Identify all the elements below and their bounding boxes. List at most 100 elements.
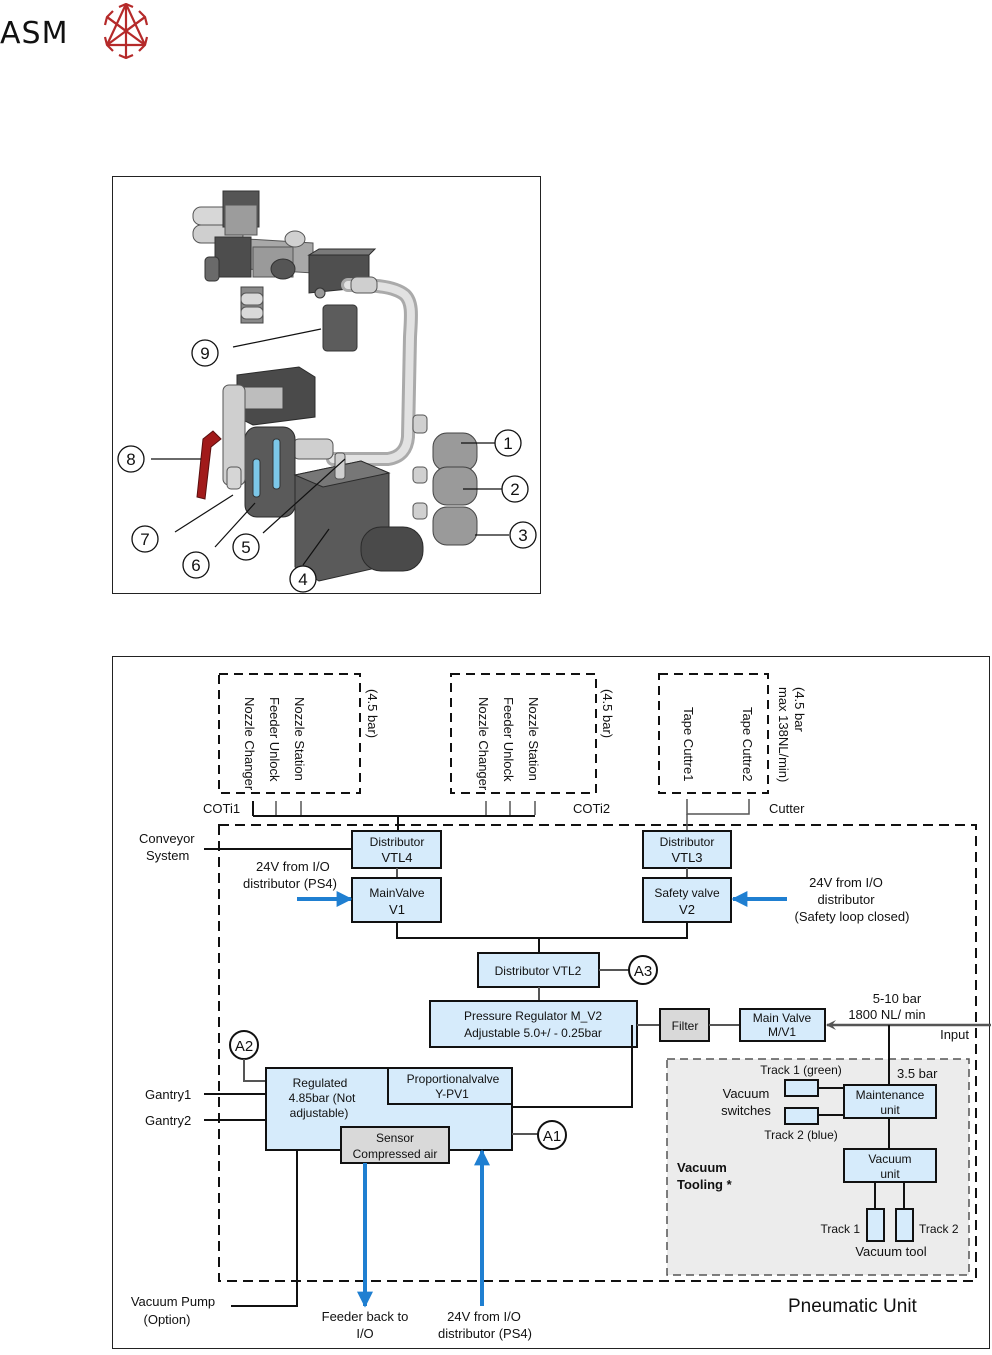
- svg-text:5: 5: [241, 538, 250, 557]
- distributor-vtl4-box[interactable]: Distributor VTL4: [351, 830, 442, 869]
- gantry1-label: Gantry1: [145, 1087, 191, 1102]
- svg-text:Main Valve: Main Valve: [753, 1011, 812, 1025]
- svg-text:6: 6: [191, 556, 200, 575]
- callout-5: 5: [232, 533, 260, 561]
- gantry2-label: Gantry2: [145, 1113, 191, 1128]
- input-pressure-label: 5-10 bar: [873, 991, 922, 1006]
- svg-text:unit: unit: [880, 1103, 900, 1117]
- callout-3: 3: [509, 521, 537, 549]
- illustration-drawing: 1 2 3 4 5 6 7 8 9: [117, 190, 537, 593]
- pressure-regulator-box[interactable]: Pressure Regulator M_V2 Adjustable 5.0+/…: [429, 1000, 638, 1048]
- svg-text:Proportionalvalve: Proportionalvalve: [407, 1072, 500, 1086]
- conveyor-label: Conveyor: [139, 831, 195, 846]
- svg-text:1: 1: [503, 434, 512, 453]
- v2-signal-label: 24V from I/O: [809, 875, 883, 890]
- track2-blue-label: Track 2 (blue): [764, 1128, 838, 1142]
- sensor-compressed-air-box[interactable]: Sensor Compressed air: [340, 1126, 450, 1164]
- input-flow-label: 1800 NL/ min: [848, 1007, 925, 1022]
- svg-text:Adjustable 5.0+/ - 0.25bar: Adjustable 5.0+/ - 0.25bar: [464, 1026, 602, 1040]
- v2-signal-label-3: (Safety loop closed): [795, 909, 910, 924]
- coti1-group: Nozzle Changer Feeder Unlock Nozzle Stat…: [203, 673, 380, 816]
- svg-text:VTL3: VTL3: [671, 850, 702, 865]
- feeder-back-label: Feeder back to: [322, 1309, 409, 1324]
- v1-signal-label-2: distributor (PS4): [243, 876, 337, 891]
- svg-text:V1: V1: [389, 902, 405, 917]
- vacuum-unit-box[interactable]: Vacuum unit: [843, 1148, 937, 1183]
- svg-text:Compressed air: Compressed air: [353, 1147, 438, 1161]
- svg-text:Nozzle Changer: Nozzle Changer: [242, 697, 257, 791]
- svg-text:Maintenance: Maintenance: [856, 1088, 925, 1102]
- svg-text:A3: A3: [634, 963, 652, 980]
- vacuum-tool-track1[interactable]: [866, 1208, 885, 1242]
- callout-1: 1: [494, 429, 522, 457]
- svg-text:adjustable): adjustable): [290, 1106, 349, 1120]
- valve-manifold: [192, 190, 377, 352]
- vacuum-pump-block: [293, 452, 424, 582]
- svg-text:Distributor VTL2: Distributor VTL2: [495, 964, 582, 978]
- vacuum-tool-label: Vacuum tool: [855, 1244, 926, 1259]
- svg-text:Distributor: Distributor: [660, 835, 715, 849]
- callout-7: 7: [131, 525, 159, 553]
- svg-text:A2: A2: [235, 1038, 253, 1055]
- pneumatic-unit-boundary: [218, 824, 977, 1282]
- svg-text:Feeder Unlock: Feeder Unlock: [501, 697, 516, 782]
- filter-box[interactable]: Filter: [659, 1008, 710, 1042]
- callout-4: 4: [289, 565, 317, 593]
- callout-leaders: [151, 328, 509, 566]
- proportional-valve-box[interactable]: Proportionalvalve Y-PV1: [387, 1067, 513, 1105]
- test-point-a3: A3: [628, 955, 658, 985]
- svg-text:Filter: Filter: [672, 1019, 699, 1033]
- bottom-signal-label: 24V from I/O: [447, 1309, 521, 1324]
- svg-text:9: 9: [200, 344, 209, 363]
- svg-text:Cutter: Cutter: [769, 801, 805, 816]
- bottom-signal-label-2: distributor (PS4): [438, 1326, 532, 1341]
- svg-text:Safety valve: Safety valve: [654, 886, 720, 900]
- vacuum-tool-track2[interactable]: [895, 1208, 914, 1242]
- main-valve-mv1-box[interactable]: Main Valve M/V1: [739, 1008, 826, 1042]
- vacuum-switches-label: Vacuum: [723, 1086, 770, 1101]
- distributor-vtl2-box[interactable]: Distributor VTL2: [477, 952, 600, 988]
- svg-text:Tape Cuttre1: Tape Cuttre1: [681, 707, 696, 781]
- test-point-a1: A1: [537, 1120, 567, 1150]
- svg-text:7: 7: [140, 530, 149, 549]
- distributor-vtl3-box[interactable]: Distributor VTL3: [642, 830, 732, 869]
- maintenance-pressure-label: 3.5 bar: [897, 1066, 938, 1081]
- vacuum-switch-track1[interactable]: [784, 1079, 819, 1097]
- svg-text:(4.5 bar: (4.5 bar: [792, 687, 807, 732]
- svg-text:Pressure Regulator M_V2: Pressure Regulator M_V2: [464, 1009, 602, 1023]
- svg-text:max 138NL/min): max 138NL/min): [776, 687, 791, 782]
- svg-text:4.85bar (Not: 4.85bar (Not: [289, 1091, 356, 1105]
- svg-text:Nozzle Changer: Nozzle Changer: [476, 697, 491, 791]
- svg-text:8: 8: [126, 450, 135, 469]
- air-hose: [292, 276, 418, 466]
- v2-signal-label-2: distributor: [817, 892, 875, 907]
- pneumatic-unit-illustration: 1 2 3 4 5 6 7 8 9: [112, 176, 541, 594]
- vacuum-pump-label: Vacuum Pump: [131, 1294, 215, 1309]
- svg-text:Vacuum: Vacuum: [868, 1152, 911, 1166]
- svg-text:Distributor: Distributor: [370, 835, 425, 849]
- filter-unit: [222, 366, 316, 518]
- svg-text:Tooling *: Tooling *: [677, 1177, 733, 1192]
- callout-6: 6: [182, 551, 210, 579]
- main-valve-v1-box[interactable]: MainValve V1: [351, 877, 442, 923]
- svg-text:COTi1: COTi1: [203, 801, 240, 816]
- vacuum-switches-label-2: switches: [721, 1103, 771, 1118]
- svg-text:(4.5 bar): (4.5 bar): [365, 689, 380, 738]
- feeder-back-label-2: I/O: [356, 1326, 373, 1341]
- svg-text:M/V1: M/V1: [768, 1025, 796, 1039]
- pressure-gauges: [412, 414, 478, 546]
- vacuum-switch-track2[interactable]: [784, 1107, 819, 1125]
- logo-text: ASM: [0, 16, 69, 51]
- vacuum-pump-label-2: (Option): [144, 1312, 191, 1327]
- svg-text:(4.5 bar): (4.5 bar): [600, 689, 615, 738]
- conveyor-label-2: System: [146, 848, 189, 863]
- diagram-title: Pneumatic Unit: [788, 1296, 918, 1317]
- callout-9: 9: [191, 339, 219, 367]
- track1-green-label: Track 1 (green): [760, 1063, 842, 1077]
- maintenance-unit-box[interactable]: Maintenance unit: [843, 1084, 937, 1119]
- svg-text:Vacuum: Vacuum: [677, 1160, 727, 1175]
- safety-valve-v2-box[interactable]: Safety valve V2: [642, 877, 732, 923]
- input-label: Input: [940, 1027, 969, 1042]
- svg-text:Nozzle Station: Nozzle Station: [526, 697, 541, 781]
- svg-text:4: 4: [298, 570, 307, 589]
